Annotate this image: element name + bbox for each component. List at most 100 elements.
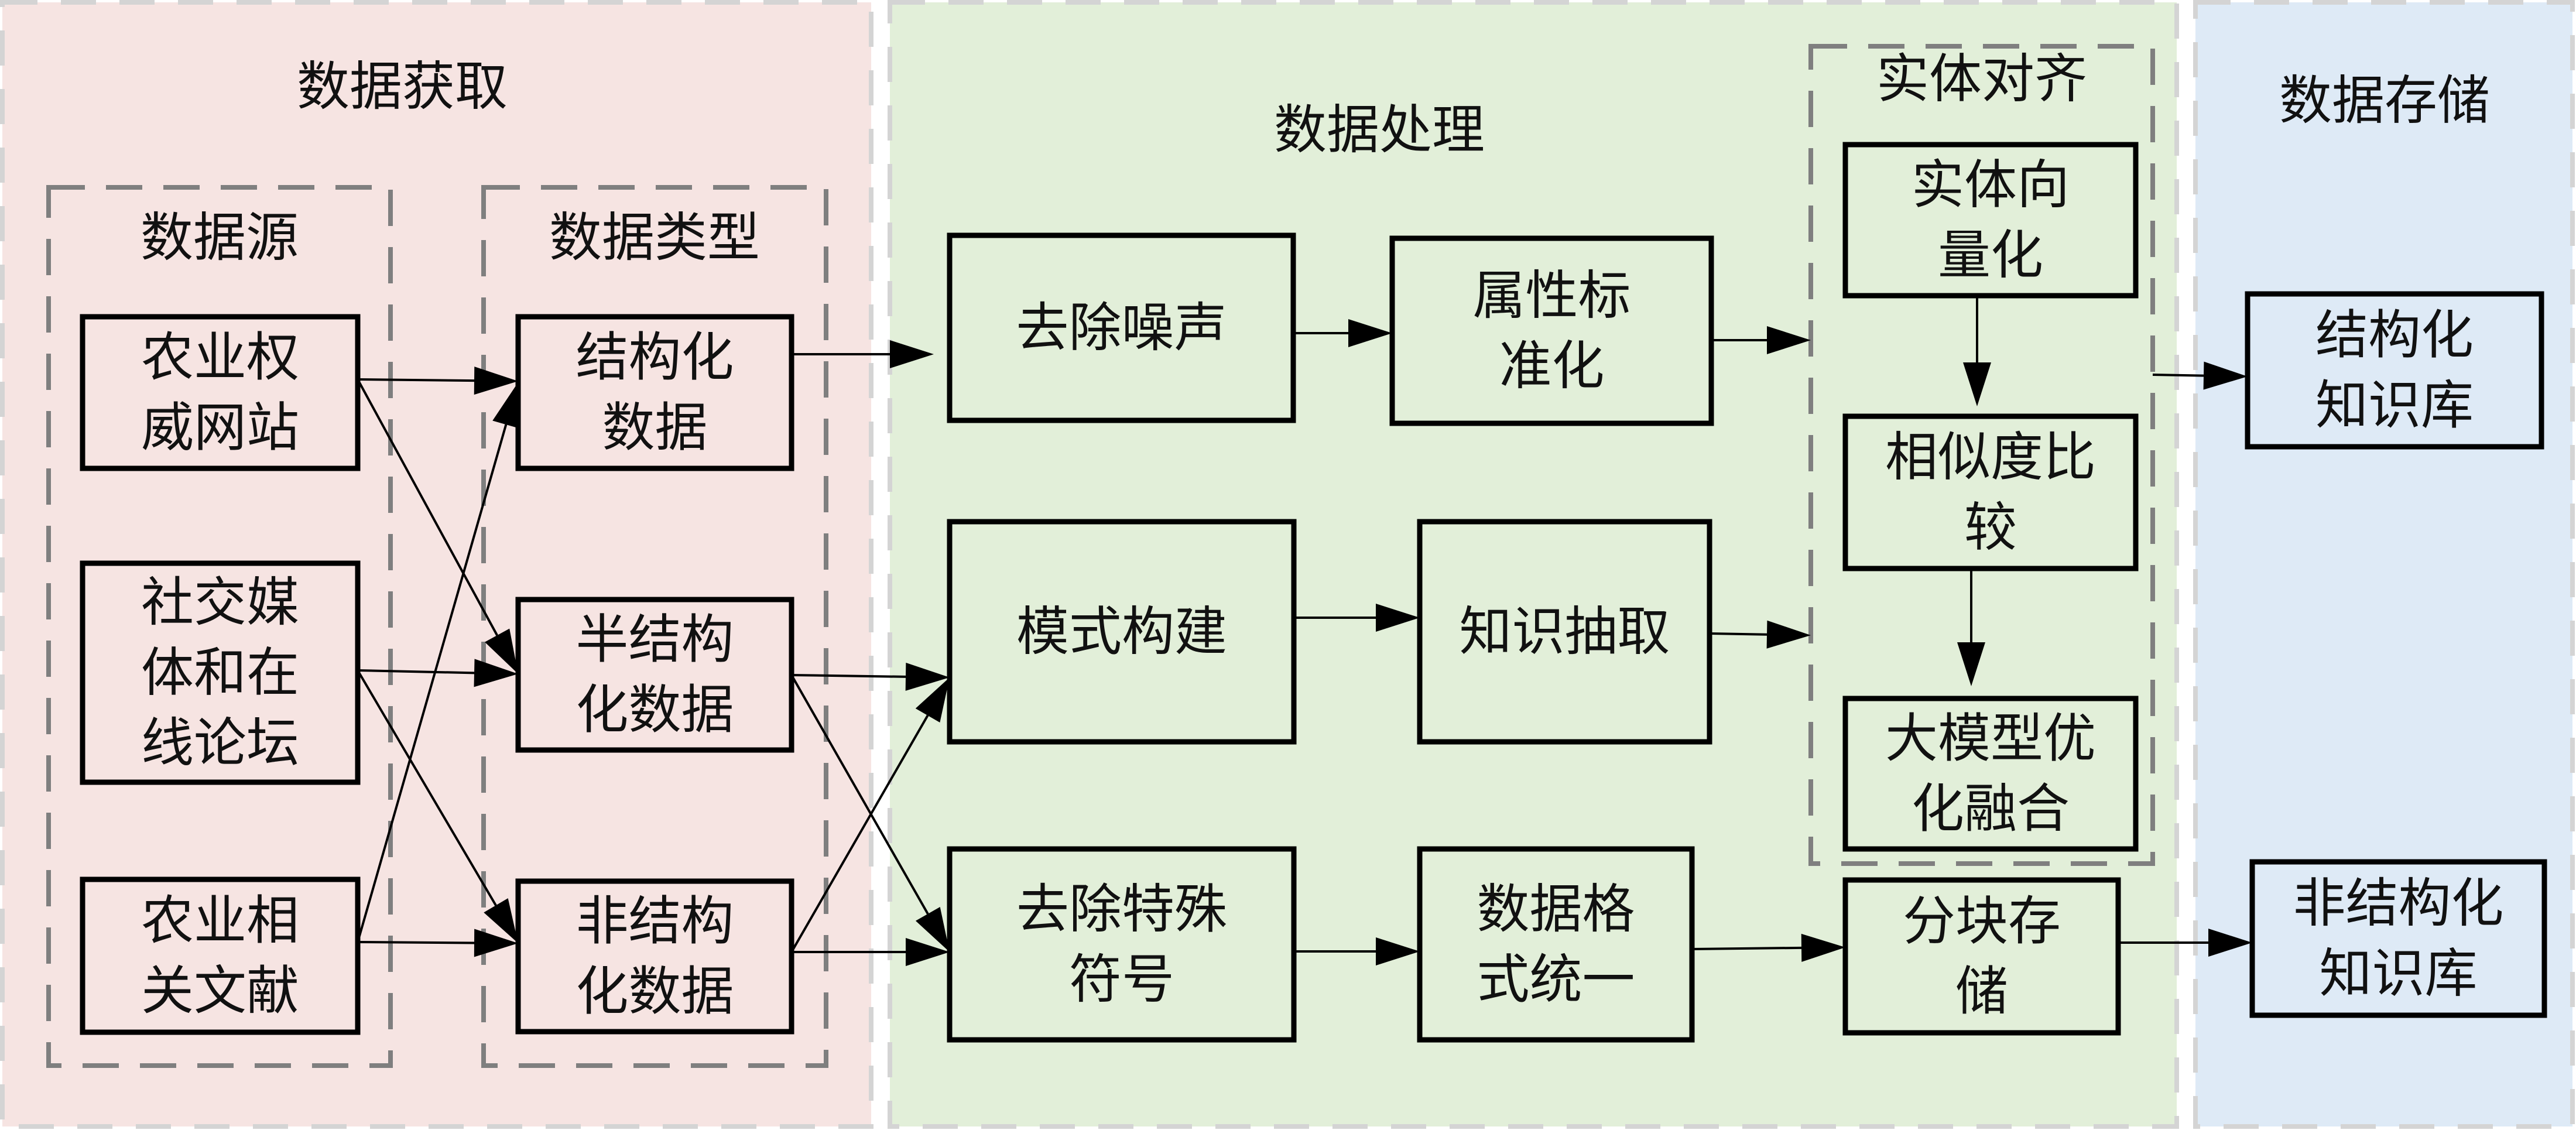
edges-layer [357,296,2252,966]
panel-title: 数据存储 [2279,70,2490,132]
edge-line [357,424,508,943]
node-box[interactable] [515,597,794,753]
edge-similarity-to-llm_fusion [1957,569,1985,686]
nodes-layer: 农业权威网站社交媒体和在线论坛农业相关文献结构化数据半结构化数据非结构化数据去除… [80,142,2547,1043]
node-label: 农业相 [141,890,299,951]
node-label: 量化 [1938,225,2043,286]
node-label: 化数据 [576,679,734,741]
edge-type_struct-to-denoise [792,340,934,368]
node-label: 非结构化 [2293,873,2504,934]
groups-layer: 数据源数据类型实体对齐 [46,44,2155,1068]
node-box[interactable] [2245,291,2544,450]
node-denoise[interactable]: 去除噪声 [947,232,1296,423]
node-extract[interactable]: 知识抽取 [1417,519,1712,745]
node-box[interactable] [80,876,361,1035]
arrowhead-icon [915,906,950,952]
node-label: 结构化 [576,327,734,388]
node-box[interactable] [1417,519,1712,745]
group-types: 数据类型 [481,185,828,1068]
node-box[interactable] [2249,859,2547,1018]
node-box[interactable] [947,846,1297,1043]
node-label: 结构化 [2315,304,2474,366]
node-label: 社交媒 [141,572,299,634]
node-label: 数据 [602,397,708,458]
edge-src_lit-to-type_unstruct [357,929,518,957]
group-border [46,185,393,1068]
edge-vectorize-to-similarity [1963,296,1991,406]
node-label: 威网站 [141,397,299,458]
arrowhead-icon [1801,933,1845,962]
node-box[interactable] [1417,846,1695,1043]
arrowhead-icon [1376,604,1420,632]
node-label: 大模型优 [1885,708,2096,769]
node-label: 化融合 [1912,778,2070,840]
node-label: 农业权 [141,327,299,388]
group-title: 实体对齐 [1876,49,2087,110]
edge-line [791,674,906,678]
node-label: 化数据 [576,961,734,1022]
node-label: 关文献 [141,960,299,1022]
node-box[interactable] [80,314,361,471]
arrowhead-icon [1767,326,1811,354]
node-box[interactable] [1842,696,2139,852]
node-label: 知识抽取 [1460,601,1670,663]
node-box[interactable] [947,232,1296,423]
arrowhead-icon [474,929,518,957]
edge-schema-to-extract [1294,604,1420,632]
node-label: 较 [1964,497,2017,559]
edge-line [357,669,475,674]
group-border [481,185,828,1068]
group-title: 数据类型 [549,207,760,269]
node-label: 非结构 [576,891,734,952]
node-box[interactable] [80,560,361,785]
node-label: 数据格 [1477,879,1635,940]
edge-type_unstruct-to-strip_symbols [792,938,950,966]
edge-src_lit-to-type_struct [357,382,520,943]
arrowhead-icon [1963,362,1991,406]
node-schema[interactable]: 模式构建 [947,519,1297,745]
node-label: 去除噪声 [1016,297,1227,359]
node-box[interactable] [1842,877,2121,1036]
edge-type_unstruct-to-schema [790,677,950,953]
arrowhead-icon [1957,642,1985,686]
node-box[interactable] [1389,235,1714,426]
arrowhead-icon [1348,319,1392,347]
node-label: 半结构 [576,609,734,670]
node-label: 准化 [1499,335,1605,397]
node-box[interactable] [515,878,794,1035]
arrowhead-icon [485,628,518,674]
edge-line [2152,374,2204,377]
panel-title: 数据获取 [297,56,508,118]
node-label: 相似度比 [1885,427,2096,488]
edge-line [357,941,475,944]
edge-src_social-to-type_semi [357,659,518,687]
edge-line [357,378,475,382]
node-label: 线论坛 [141,713,299,774]
node-box[interactable] [1842,142,2139,299]
edge-strip_symbols-to-format_unify [1294,937,1420,965]
node-label: 知识库 [2320,943,2478,1005]
node-label: 符号 [1069,949,1174,1011]
node-box[interactable] [947,519,1297,745]
arrowhead-icon [484,898,518,943]
node-label: 实体向 [1912,155,2070,216]
node-box[interactable] [1842,413,2139,571]
node-box[interactable] [515,314,794,471]
node-label: 式统一 [1477,949,1635,1011]
node-label: 去除特殊 [1016,879,1227,940]
